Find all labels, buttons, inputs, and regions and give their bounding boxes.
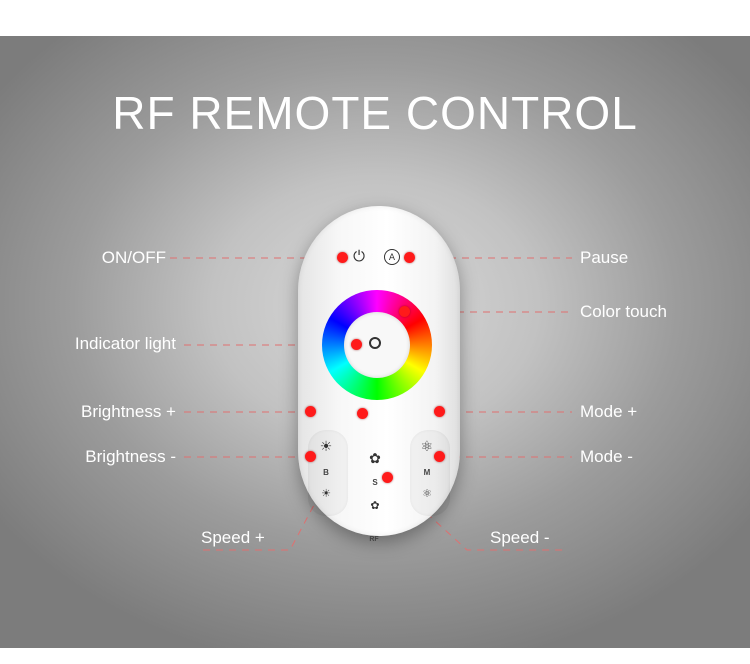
pause-icon[interactable]: A — [384, 249, 400, 265]
brightness-minus-icon[interactable]: ☀ — [321, 487, 331, 500]
label-speed-minus: Speed - — [490, 528, 550, 547]
speed-plus-icon[interactable]: ✿ — [369, 451, 381, 467]
label-brightness-minus: Brightness - — [85, 447, 176, 466]
label-on-off: ON/OFF — [101, 248, 166, 267]
color-wheel[interactable] — [322, 290, 432, 400]
marker-mode-plus — [434, 406, 445, 417]
marker-brightness-plus — [305, 406, 316, 417]
mode-letter: M — [423, 468, 431, 477]
remote-body: ⏻ A ☀ B ☀ ✿ S ✿ ⚛ M ⚛ RF — [298, 206, 460, 543]
leader-speed-plus — [203, 412, 364, 551]
marker-on-off — [337, 252, 348, 263]
speed-letter: S — [372, 478, 378, 487]
marker-speed-minus — [382, 472, 393, 483]
marker-pause — [404, 252, 415, 263]
speed-minus-icon[interactable]: ✿ — [370, 499, 380, 512]
marker-brightness-minus — [305, 451, 316, 462]
brightness-plus-icon[interactable]: ☀ — [319, 439, 333, 455]
leader-lines — [170, 257, 572, 551]
label-indicator-light: Indicator light — [74, 334, 176, 353]
label-brightness-plus: Brightness + — [81, 402, 176, 421]
label-pause: Pause — [580, 248, 629, 267]
label-color-touch: Color touch — [580, 302, 667, 321]
page-title: RF REMOTE CONTROL — [112, 87, 638, 139]
label-mode-plus: Mode + — [580, 402, 638, 421]
marker-speed-plus — [357, 408, 368, 419]
mode-plus-icon[interactable]: ⚛ — [420, 439, 434, 455]
label-speed-plus: Speed + — [201, 528, 265, 547]
marker-color-touch — [399, 306, 410, 317]
indicator-light — [369, 337, 381, 349]
rf-logo: RF — [369, 536, 379, 543]
product-stage: RF REMOTE CONTROL ON/OFF Pause Color tou… — [0, 36, 750, 648]
brightness-letter: B — [323, 468, 329, 477]
marker-indicator-light — [351, 339, 362, 350]
marker-mode-minus — [434, 451, 445, 462]
mode-minus-icon[interactable]: ⚛ — [422, 487, 432, 500]
power-icon[interactable]: ⏻ — [353, 247, 365, 265]
label-mode-minus: Mode - — [580, 447, 633, 466]
leader-speed-minus — [387, 477, 568, 551]
